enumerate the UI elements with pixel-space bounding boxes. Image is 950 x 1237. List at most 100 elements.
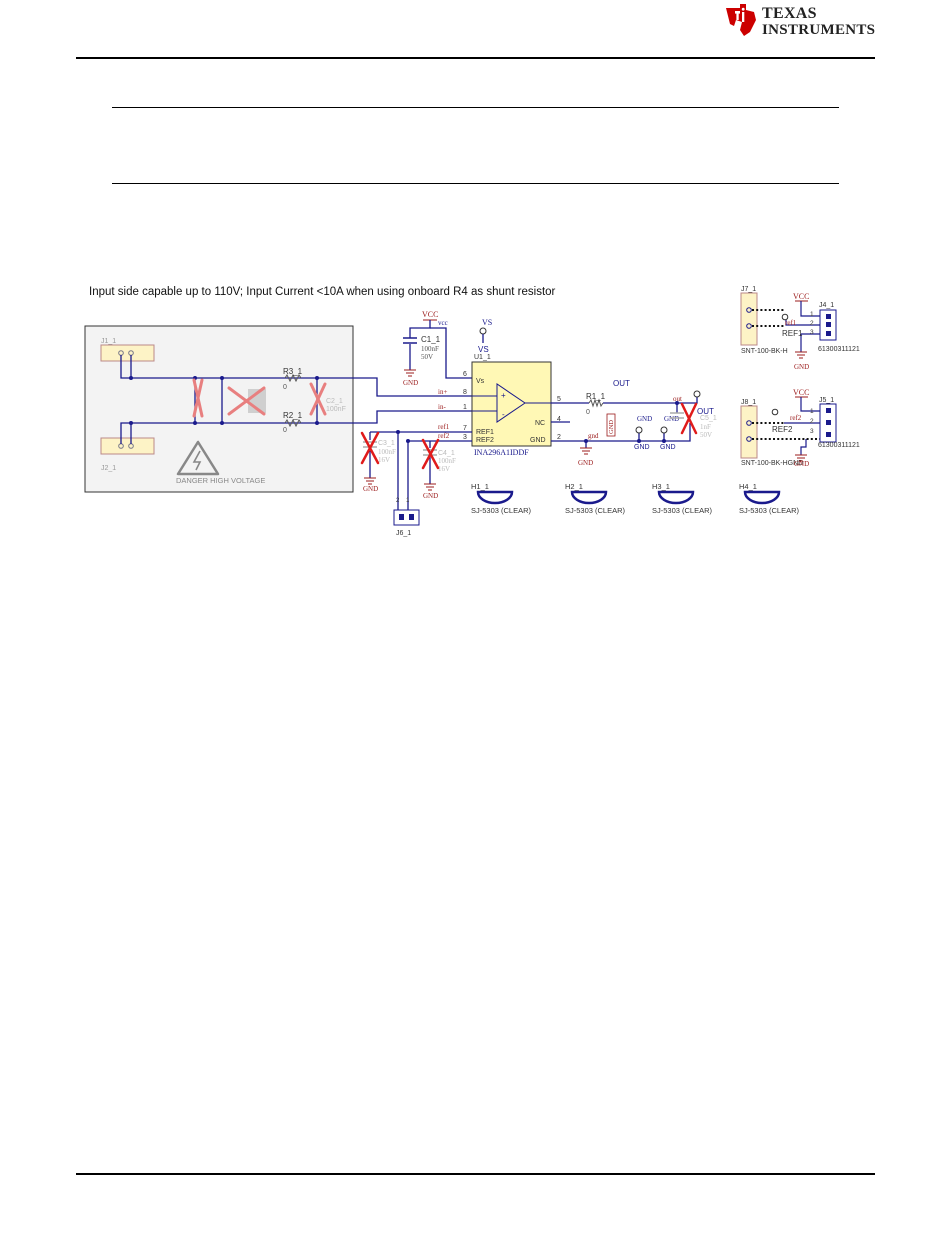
- pin-ref2: REF2: [476, 437, 494, 444]
- c4-value: 100nF: [438, 457, 456, 465]
- r1-value: 0: [586, 409, 590, 416]
- r1-label: R1_1: [586, 392, 606, 401]
- pin-gnd: GND: [530, 437, 546, 444]
- net-inm: in-: [438, 403, 446, 411]
- c1-value: 100nF: [421, 345, 439, 353]
- gnd-tp2-bottom: GND: [660, 444, 676, 451]
- pin-ref1: REF1: [476, 429, 494, 436]
- j5-pin1: 1: [810, 408, 814, 415]
- j6-pin1: 1: [406, 498, 410, 504]
- j2-connector: [100, 437, 155, 455]
- ti-logo-icon: [726, 4, 756, 36]
- note-box-top-rule: [112, 107, 839, 108]
- net-ref2: ref2: [438, 432, 450, 440]
- input-panel: J1_1 J2_1 R3_1 0 R2_1 0: [84, 325, 354, 493]
- header-ref2: J8_1 SNT-100-BK-HGND VCC ref2 REF2 GND J…: [740, 388, 860, 468]
- gnd-tp1-bottom: GND: [634, 444, 650, 451]
- out-tp-label: OUT: [697, 407, 714, 416]
- c4-voltage: 16V: [438, 465, 450, 473]
- warning-text: DANGER HIGH VOLTAGE: [176, 476, 265, 485]
- bumper-icon: [476, 490, 514, 505]
- ic-gnd-label: GND: [578, 459, 593, 467]
- j6-label: J6_1: [396, 530, 411, 537]
- bumper-icon: [657, 490, 695, 505]
- c1-gnd-label: GND: [403, 379, 418, 387]
- c1-voltage: 50V: [421, 353, 433, 361]
- pin-num-4: 4: [557, 416, 561, 423]
- gnd-vertical-label: [606, 413, 616, 437]
- vcc-label-j4: VCC: [793, 292, 809, 301]
- vs-testpoint: [479, 327, 487, 335]
- pin-vs: Vs: [476, 378, 485, 385]
- out-testpoint: [693, 390, 701, 398]
- gnd-vertical-text: GND: [608, 420, 615, 434]
- pin-num-5: 5: [557, 396, 561, 403]
- j7-connector: [740, 292, 758, 346]
- j7-part: SNT-100-BK-H: [741, 348, 788, 355]
- net-inp: in+: [438, 388, 447, 396]
- header-ref1: J7_1 SNT-100-BK-H VCC ref1 REF1 GND J4_1…: [740, 286, 860, 371]
- h3-part: SJ-5303 (CLEAR): [652, 506, 713, 515]
- j6-pin2: 2: [396, 498, 400, 504]
- c5-voltage: 50V: [700, 431, 712, 439]
- c4-label: C4_1: [438, 450, 455, 457]
- ti-logo: Texas Instruments: [722, 2, 878, 40]
- opamp-minus: -: [502, 410, 505, 419]
- c3-value: 100nF: [378, 448, 396, 456]
- standoff-h1: H1_1 SJ-5303 (CLEAR): [471, 482, 532, 515]
- opamp-symbol: [496, 383, 526, 423]
- j1-connector: [100, 344, 155, 362]
- vcc-net-label: vcc: [438, 319, 448, 327]
- j5-part-number: 61300311121: [818, 442, 860, 449]
- gnd-tp2-top: GND: [664, 415, 679, 423]
- c3-label: C3_1: [378, 440, 395, 447]
- header-rule: [76, 57, 875, 59]
- opamp-plus: +: [501, 391, 506, 400]
- gnd-label-j4: GND: [794, 363, 809, 371]
- power-section: VCC vcc C1_1 100nF 50V GND VS VS: [403, 310, 492, 387]
- high-voltage-warning-icon: [176, 440, 220, 476]
- ic-part: INA296A1IDDF: [474, 448, 529, 457]
- j4-pin2: 2: [810, 320, 814, 327]
- footer-rule: [76, 1173, 875, 1175]
- r2-resistor: [284, 418, 302, 428]
- gnd-label-j5: GND: [794, 460, 809, 468]
- gnd-symbol-c1: [404, 369, 416, 377]
- vcc-label-top: VCC: [422, 310, 438, 319]
- j4-part-number: 61300311121: [818, 346, 860, 353]
- gnd-tp1-top: GND: [637, 415, 652, 423]
- pin-num-2: 2: [557, 434, 561, 441]
- gnd-testpoint-1: [635, 426, 643, 434]
- h2-part: SJ-5303 (CLEAR): [565, 506, 626, 515]
- brand-line1: Texas: [762, 5, 817, 22]
- dnp-mark-c5: [680, 402, 698, 435]
- schematic-caption: Input side capable up to 110V; Input Cur…: [89, 286, 556, 298]
- c3-voltage: 16V: [378, 456, 390, 464]
- c5-label: C5_1: [700, 415, 717, 422]
- ref1-net-label: ref1: [785, 319, 797, 327]
- bumper-icon: [743, 490, 781, 505]
- j8-label: J8_1: [741, 399, 756, 406]
- h3-ref: H3_1: [652, 482, 670, 491]
- note-box-bottom-rule: [112, 183, 839, 184]
- j4-pin1: 1: [810, 311, 814, 318]
- vcc-label-j5: VCC: [793, 388, 809, 397]
- j8-connector: [740, 405, 758, 459]
- out-net-label: out: [673, 395, 682, 403]
- j4-pin3: 3: [810, 329, 814, 336]
- standoff-h2: H2_1 SJ-5303 (CLEAR): [565, 482, 626, 515]
- j5-pin2: 2: [810, 418, 814, 425]
- net-ref1: ref1: [438, 423, 450, 431]
- standoff-h4: H4_1 SJ-5303 (CLEAR): [739, 482, 800, 515]
- dnp-marks-ref: [360, 431, 440, 470]
- c4-gnd-label: GND: [423, 492, 438, 500]
- brand-line2: Instruments: [762, 22, 876, 38]
- ic-ref: U1_1: [474, 354, 491, 361]
- ina296-ic: U1_1 INA296A1IDDF + - Vs REF1 REF2 NC GN…: [438, 354, 561, 457]
- bumper-icon: [570, 490, 608, 505]
- r3-resistor: [284, 373, 302, 383]
- c5-value: 1nF: [700, 423, 711, 431]
- out-label: OUT: [613, 379, 630, 388]
- ref1-tp-label: REF1: [782, 329, 803, 338]
